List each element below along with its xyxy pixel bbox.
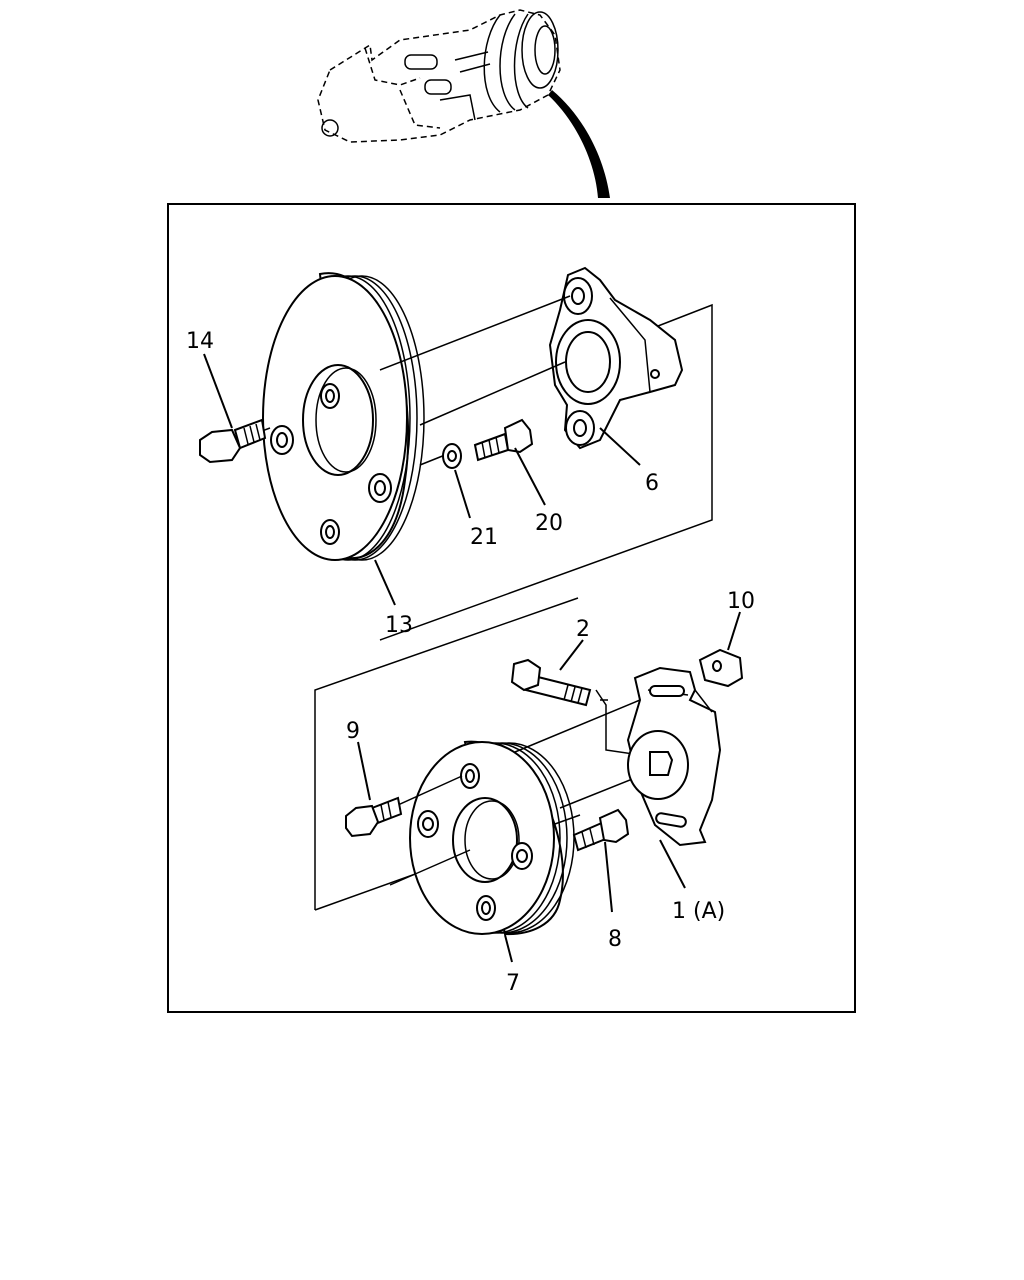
bolt-part-2	[510, 658, 592, 707]
callout-14: 14	[186, 329, 214, 354]
callout-8: 8	[608, 927, 622, 952]
bolt-part-8	[572, 808, 630, 852]
bolt-part-9	[345, 796, 403, 838]
callout-1a: 1 (A)	[672, 899, 725, 924]
callout-7: 7	[506, 971, 520, 996]
align-line	[389, 849, 471, 886]
callout-6: 6	[645, 471, 659, 496]
detail-frame	[167, 203, 856, 1013]
callout-20: 20	[535, 511, 563, 536]
bracket-part-6	[548, 266, 684, 450]
pulley-part-7	[409, 740, 575, 936]
bolt-part-14	[199, 418, 267, 464]
engine-overview-sketch	[317, 9, 561, 143]
align-line	[419, 454, 446, 466]
callout-2: 2	[576, 617, 590, 642]
callout-13: 13	[385, 613, 413, 638]
pointer-arrow	[548, 90, 610, 198]
adjuster-part-1a	[626, 666, 722, 847]
upper-group-outline	[379, 303, 713, 641]
callout-9: 9	[346, 719, 360, 744]
align-line	[595, 689, 641, 756]
washer-part-21	[442, 443, 462, 469]
callout-10: 10	[727, 589, 755, 614]
bolt-part-20	[473, 418, 534, 462]
leader-lines	[203, 353, 741, 963]
pulley-part-13	[262, 272, 425, 561]
callout-21: 21	[470, 525, 498, 550]
align-line	[419, 361, 566, 426]
align-line	[514, 699, 641, 753]
align-line	[379, 295, 571, 371]
nut-part-10	[698, 648, 744, 688]
